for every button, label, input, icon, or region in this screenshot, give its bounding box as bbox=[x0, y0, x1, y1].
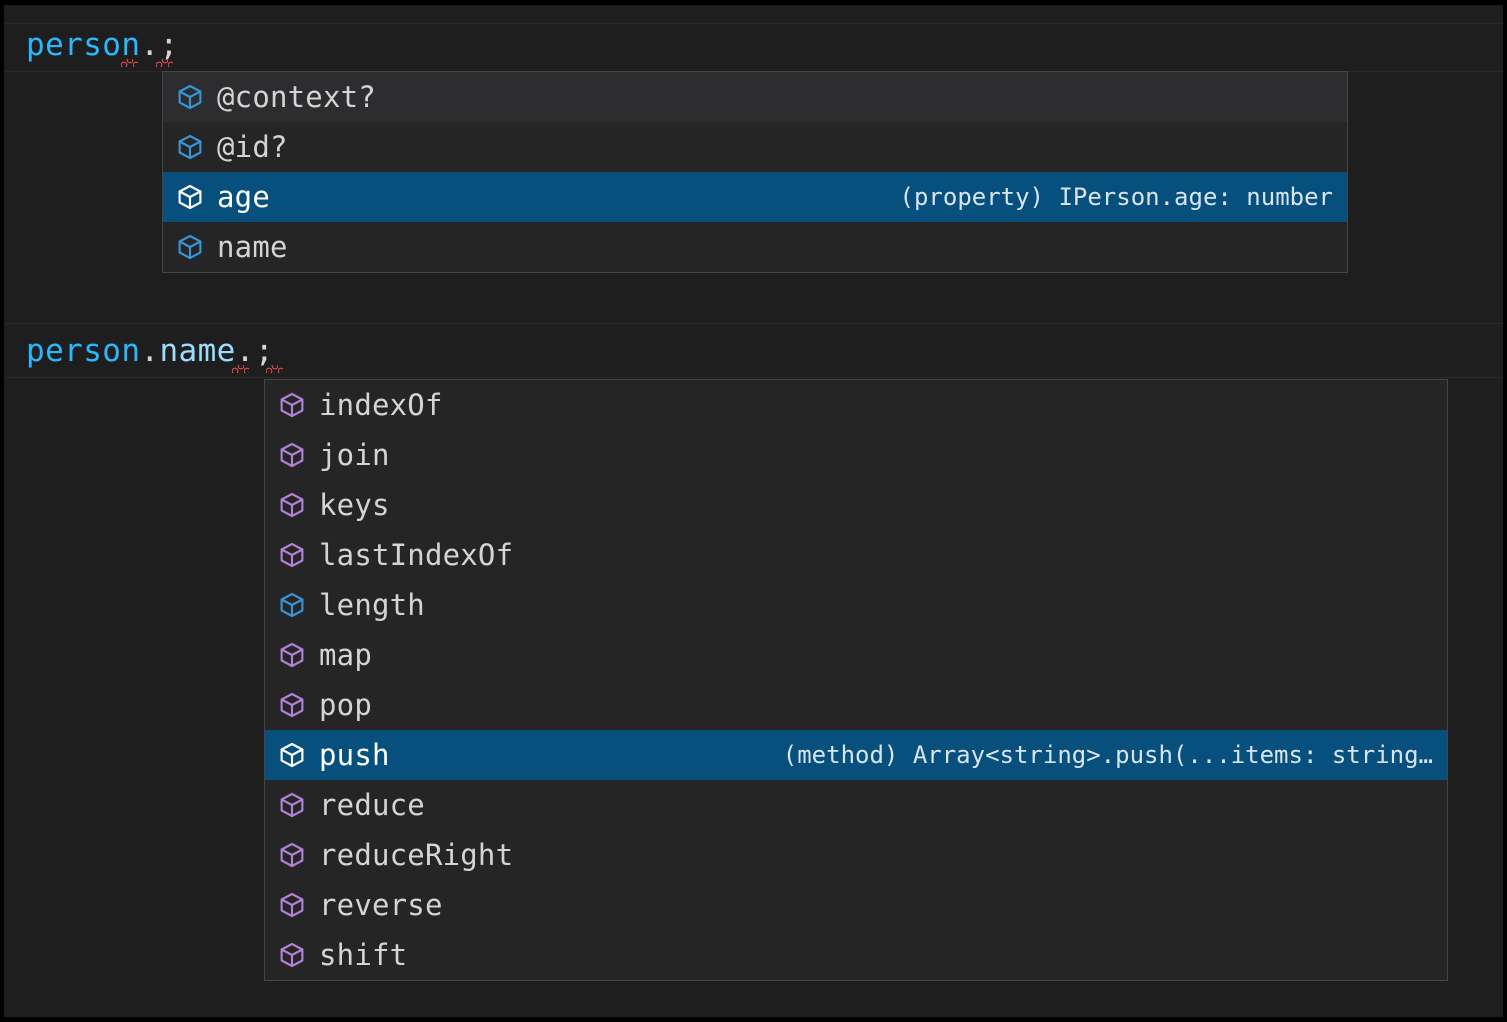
suggest-item[interactable]: join bbox=[265, 430, 1447, 480]
suggest-item-label: @context? bbox=[217, 80, 376, 114]
method-cube-icon bbox=[280, 942, 304, 968]
suggest-item-label: pop bbox=[319, 688, 372, 722]
suggest-item[interactable]: keys bbox=[265, 480, 1447, 530]
suggest-item-label: lastIndexOf bbox=[319, 538, 514, 572]
suggest-item[interactable]: shift bbox=[265, 930, 1447, 980]
suggest-item[interactable]: pop bbox=[265, 680, 1447, 730]
method-cube-icon bbox=[280, 792, 304, 818]
suggest-item-detail: (method) Array<string>.push(...items: st… bbox=[782, 741, 1433, 769]
suggest-item-label: reverse bbox=[319, 888, 443, 922]
suggest-widget-name[interactable]: indexOf join keys lastIndexOf length map pop pu… bbox=[264, 379, 1448, 981]
method-cube-icon bbox=[280, 542, 304, 568]
suggest-item-label: @id? bbox=[217, 130, 288, 164]
method-cube-icon bbox=[280, 892, 304, 918]
suggest-item[interactable]: map bbox=[265, 630, 1447, 680]
suggest-item-label: length bbox=[319, 588, 425, 622]
method-cube-icon bbox=[280, 392, 304, 418]
error-squiggle bbox=[266, 365, 283, 373]
suggest-item[interactable]: lastIndexOf bbox=[265, 530, 1447, 580]
code-token-property: name bbox=[159, 333, 236, 369]
property-cube-icon bbox=[178, 84, 202, 110]
code-token-punct: ; bbox=[159, 27, 179, 63]
suggest-item[interactable]: reduce bbox=[265, 780, 1447, 830]
code-token-variable: person bbox=[26, 333, 141, 369]
editor-rule bbox=[4, 23, 1503, 24]
method-cube-icon bbox=[280, 742, 304, 768]
suggest-item-label: age bbox=[217, 180, 270, 214]
method-cube-icon bbox=[280, 642, 304, 668]
method-cube-icon bbox=[280, 692, 304, 718]
suggest-item-detail: (property) IPerson.age: number bbox=[899, 183, 1333, 211]
suggest-item-label: join bbox=[319, 438, 390, 472]
property-cube-icon bbox=[178, 234, 202, 260]
code-line-person-name[interactable]: person.name.; bbox=[26, 333, 274, 369]
suggest-item-label: push bbox=[319, 738, 390, 772]
error-squiggle bbox=[121, 59, 138, 67]
editor-rule bbox=[4, 377, 1503, 378]
suggest-item-label: indexOf bbox=[319, 388, 443, 422]
code-editor[interactable]: person.; person.name.; @context?@id?age(… bbox=[4, 5, 1503, 1017]
suggest-item[interactable]: length bbox=[265, 580, 1447, 630]
suggest-item-label: keys bbox=[319, 488, 390, 522]
method-cube-icon bbox=[280, 842, 304, 868]
code-line-person[interactable]: person.; bbox=[26, 27, 179, 63]
method-cube-icon bbox=[280, 442, 304, 468]
method-cube-icon bbox=[280, 492, 304, 518]
suggest-item[interactable]: push (method) Array<string>.push(...items… bbox=[265, 730, 1447, 780]
suggest-item[interactable]: reduceRight bbox=[265, 830, 1447, 880]
suggest-widget-person[interactable]: @context? @id? age (property) IPerson.age: … bbox=[162, 71, 1348, 273]
property-cube-icon bbox=[178, 184, 202, 210]
code-token-punct: . bbox=[140, 333, 160, 369]
error-squiggle bbox=[232, 365, 249, 373]
code-token-punct: . bbox=[140, 27, 160, 63]
suggest-item[interactable]: indexOf bbox=[265, 380, 1447, 430]
suggest-item-label: reduce bbox=[319, 788, 425, 822]
suggest-item[interactable]: name bbox=[163, 222, 1347, 272]
suggest-item-label: map bbox=[319, 638, 372, 672]
suggest-item-label: reduceRight bbox=[319, 838, 514, 872]
code-token-punct: ; bbox=[254, 333, 274, 369]
editor-rule bbox=[4, 323, 1503, 324]
code-token-punct: . bbox=[235, 333, 255, 369]
property-cube-icon bbox=[178, 134, 202, 160]
suggest-item[interactable]: reverse bbox=[265, 880, 1447, 930]
suggest-item[interactable]: @context? bbox=[163, 72, 1347, 122]
suggest-item[interactable]: age (property) IPerson.age: number bbox=[163, 172, 1347, 222]
property-cube-icon bbox=[280, 592, 304, 618]
suggest-item[interactable]: @id? bbox=[163, 122, 1347, 172]
code-token-variable: person bbox=[26, 27, 141, 63]
error-squiggle bbox=[156, 59, 173, 67]
suggest-item-label: name bbox=[217, 230, 288, 264]
suggest-item-label: shift bbox=[319, 938, 408, 972]
